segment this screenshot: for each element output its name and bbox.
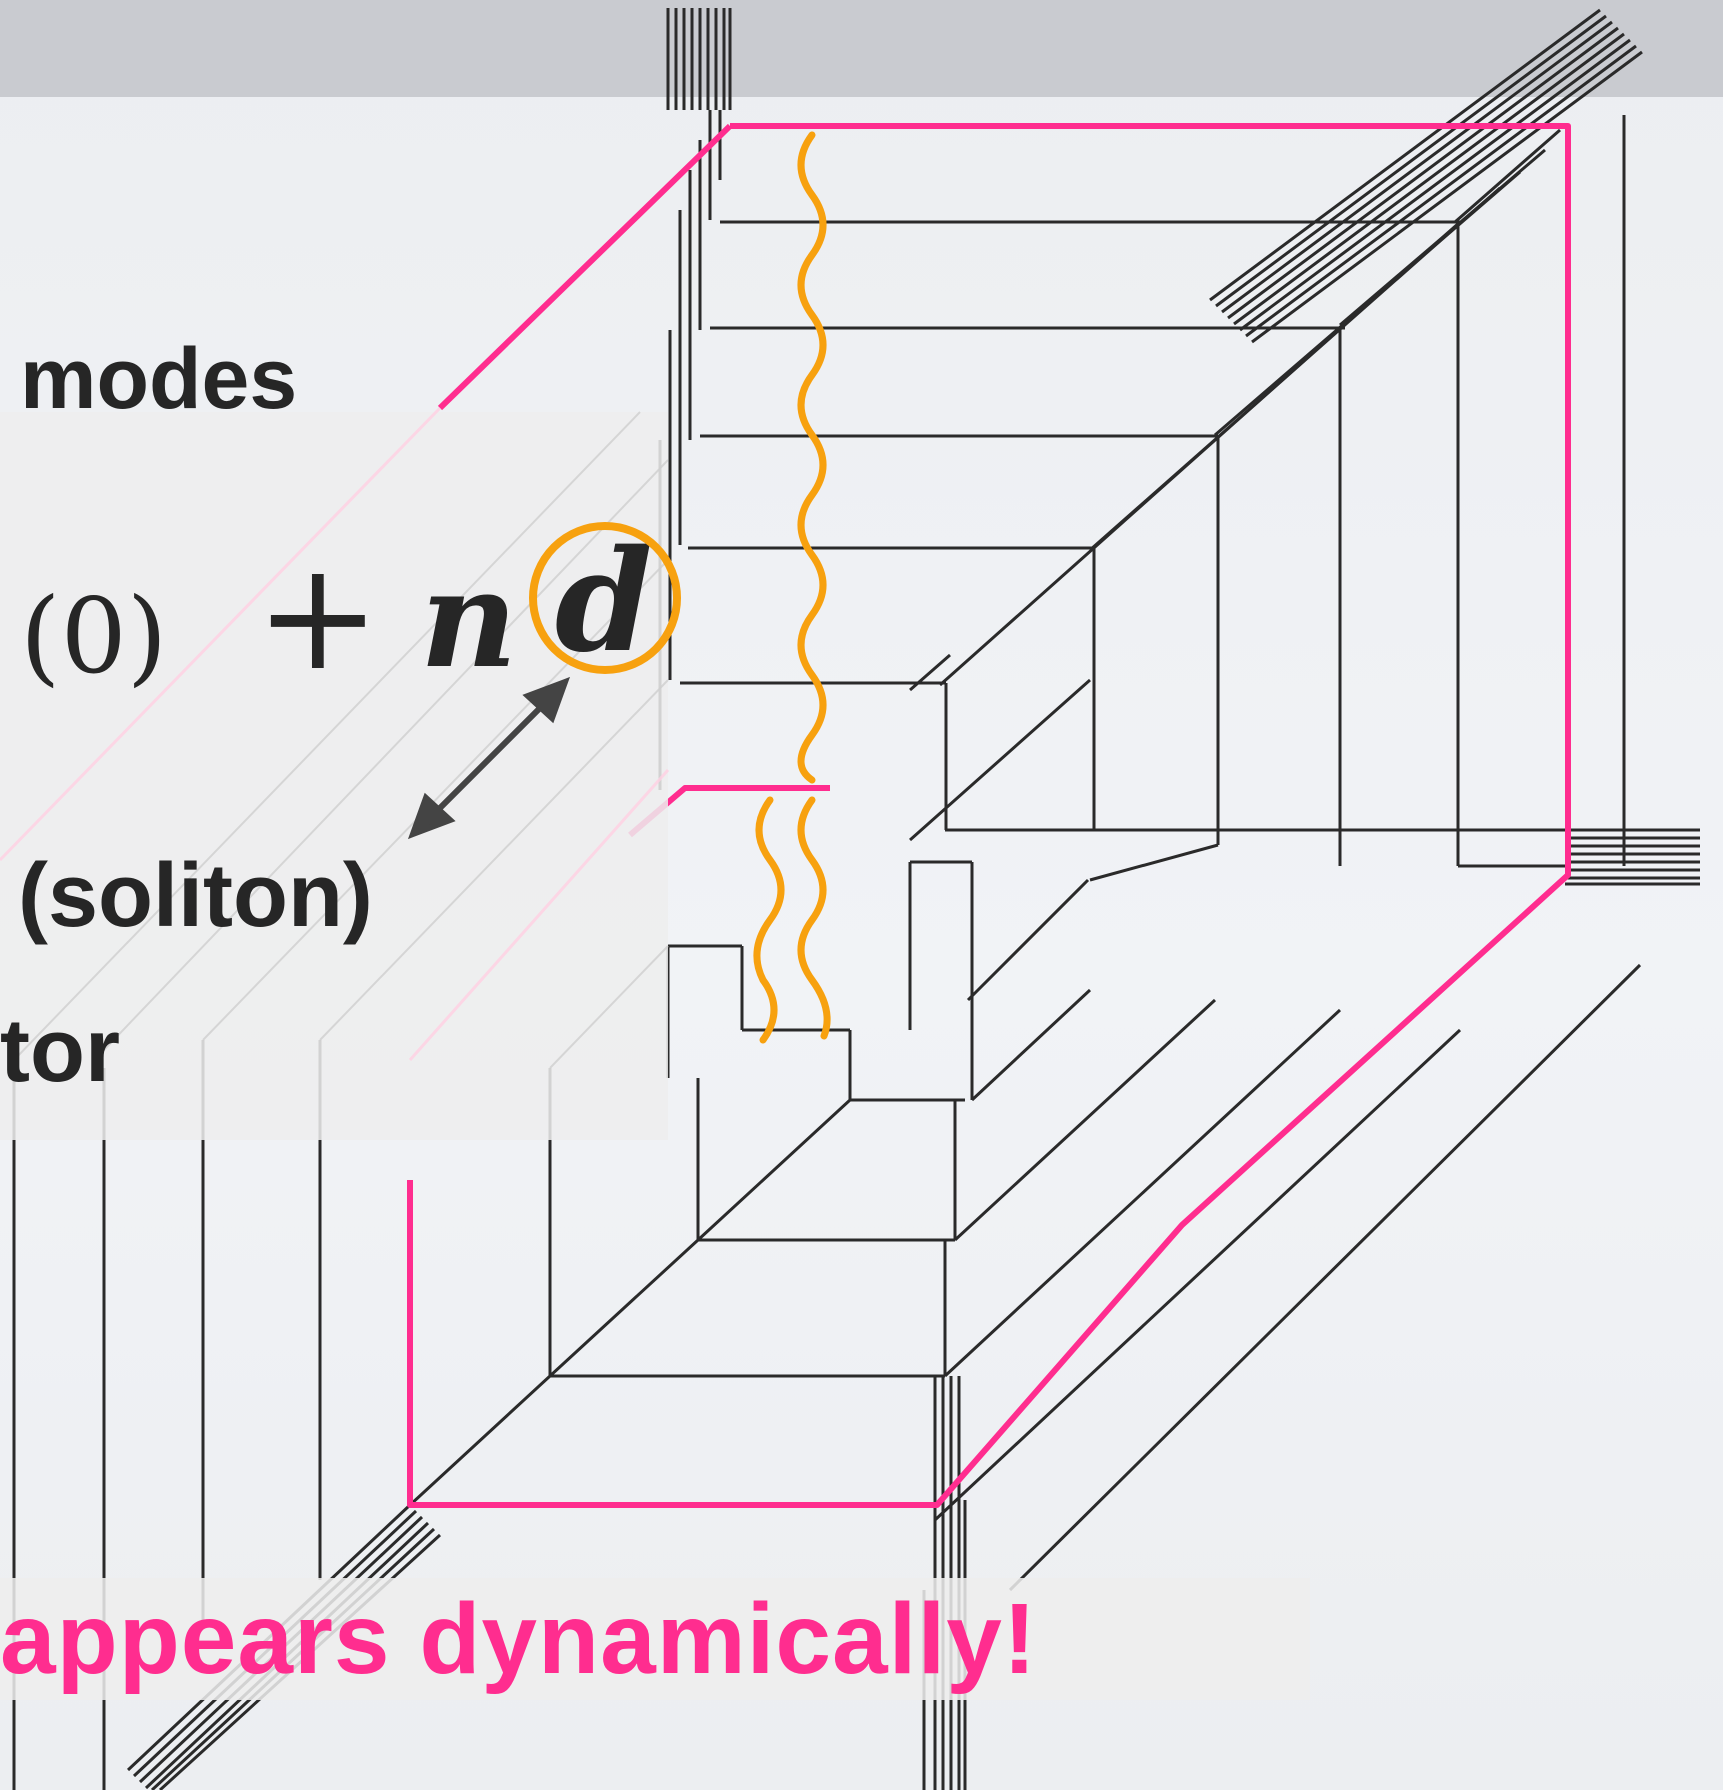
label-soliton: (soliton) [18, 845, 373, 948]
caption-appears-dynamically: appears dynamically! [0, 1582, 1037, 1697]
label-tor: tor [0, 1000, 120, 1103]
circled-d-highlight [533, 526, 677, 670]
double-arrow-icon [413, 682, 565, 834]
